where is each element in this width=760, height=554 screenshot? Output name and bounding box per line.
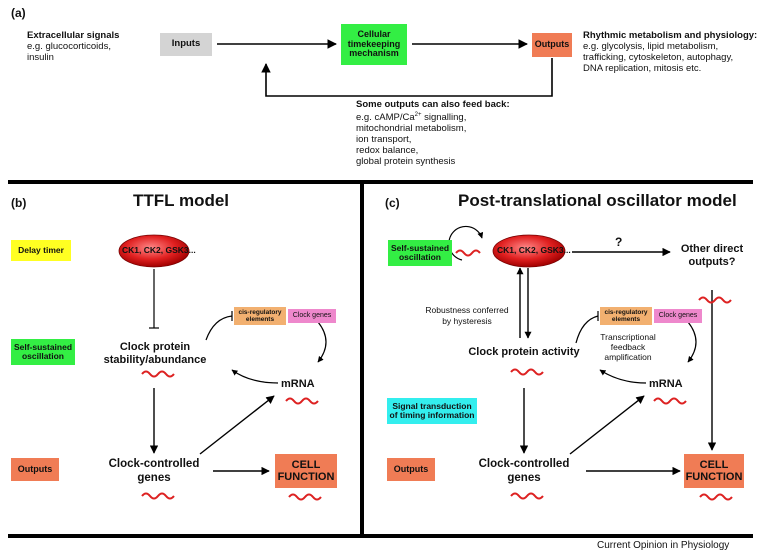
feedback-line5: global protein synthesis — [356, 156, 456, 167]
self-sustained-tag-c: Self-sustained oscillation — [388, 240, 452, 266]
inputs-box: Inputs — [160, 33, 212, 56]
outputs-box-a: Outputs — [532, 33, 572, 57]
panel-a-arrows — [217, 39, 553, 97]
transcriptional-line3: amplification — [604, 352, 652, 362]
extracellular-signals-heading: Extracellular signals — [27, 30, 120, 41]
feedback-line3: ion transport, — [356, 134, 412, 145]
panel-a-label: (a) — [11, 6, 26, 20]
clock-controlled-c-line1: Clock-controlled — [478, 458, 570, 470]
wave-b-protein — [141, 370, 175, 378]
mrna-c: mRNA — [649, 378, 683, 390]
wave-b-cell — [288, 493, 322, 501]
wave-c-protein — [510, 368, 544, 376]
robustness-line2: by hysteresis — [442, 316, 492, 326]
mechanism-line2: timekeeping — [347, 38, 401, 49]
panel-b-title: TTFL model — [133, 191, 230, 210]
feedback-heading: Some outputs can also feed back: — [356, 99, 510, 110]
self-sustained-tag-b: Self-sustained oscillation — [11, 339, 75, 365]
cell-function-b: CELL FUNCTION — [275, 454, 337, 488]
panel-c-arrows — [448, 225, 717, 476]
cis-elements-b: cis-regulatory elements — [234, 307, 286, 325]
panel-c-title: Post-translational oscillator model — [458, 191, 737, 210]
wave-c-loop — [455, 249, 481, 257]
mechanism-line1: Cellular — [357, 28, 391, 39]
feedback-line2: mitochondrial metabolism, — [356, 123, 467, 134]
wave-c-mrna — [653, 397, 687, 405]
wave-c-genes — [510, 492, 544, 500]
rhythmic-line1: e.g. glycolysis, lipid metabolism, — [583, 41, 719, 52]
other-outputs-line1: Other direct — [680, 243, 744, 255]
other-outputs-line2: outputs? — [688, 256, 736, 268]
kinase-ellipse-b — [118, 234, 190, 268]
wave-c-outputs — [698, 296, 732, 304]
wave-b-genes — [141, 492, 175, 500]
clock-protein-activity: Clock protein activity — [468, 346, 580, 358]
divider-vertical — [360, 184, 364, 536]
panel-c-label: (c) — [385, 196, 400, 210]
extracellular-signals-example: e.g. glucocorticoids, — [27, 41, 111, 52]
feedback-line1: e.g. cAMP/Ca2+ signalling, — [356, 112, 467, 124]
cellular-timekeeping-box: Cellular timekeeping mechanism — [341, 24, 407, 65]
footer-credit: Current Opinion in Physiology — [597, 540, 730, 551]
wave-b-mrna — [285, 397, 319, 405]
feedback-line4: redox balance, — [356, 145, 419, 156]
transcriptional-line2: feedback — [610, 342, 646, 352]
outputs-tag-c: Outputs — [387, 458, 435, 481]
divider-bottom — [8, 534, 753, 538]
kinase-ellipse-c — [492, 234, 566, 268]
question-mark: ? — [615, 235, 623, 249]
rhythmic-line3: DNA replication, mitosis etc. — [583, 63, 702, 74]
clock-controlled-c-line2: genes — [507, 472, 541, 484]
clock-protein-b-line1: Clock protein — [119, 341, 191, 353]
kinases-label-c: CK1, CK2, GSK3... — [497, 245, 571, 255]
outputs-tag-b: Outputs — [11, 458, 59, 481]
clock-protein-b-line2: stability/abundance — [103, 354, 207, 366]
wave-c-cell — [699, 493, 733, 501]
transcriptional-line1: Transcriptional — [600, 332, 656, 342]
robustness-line1: Robustness conferred — [425, 305, 509, 315]
wave-marks — [141, 249, 733, 501]
delay-timer-tag: Delay timer — [11, 240, 71, 261]
extracellular-signals-example-2: insulin — [27, 52, 54, 63]
rhythmic-line2: trafficking, cytoskeleton, autophagy, — [583, 52, 734, 63]
cell-function-c: CELL FUNCTION — [684, 454, 744, 488]
clock-genes-b: Clock genes — [288, 309, 336, 323]
kinases-label-b: CK1, CK2, GSK3... — [122, 245, 196, 255]
rhythmic-heading: Rhythmic metabolism and physiology: — [583, 30, 758, 41]
clock-genes-c: Clock genes — [654, 309, 702, 323]
clock-controlled-b-line2: genes — [137, 472, 171, 484]
panel-b-label: (b) — [11, 196, 27, 210]
clock-controlled-b-line1: Clock-controlled — [108, 458, 200, 470]
divider-horizontal — [8, 180, 753, 184]
cis-elements-c: cis-regulatory elements — [600, 307, 652, 325]
mechanism-line3: mechanism — [349, 48, 399, 59]
mrna-b: mRNA — [281, 378, 315, 390]
signal-transduction-tag: Signal transduction of timing informatio… — [387, 398, 477, 424]
panel-b-arrows — [149, 269, 327, 476]
